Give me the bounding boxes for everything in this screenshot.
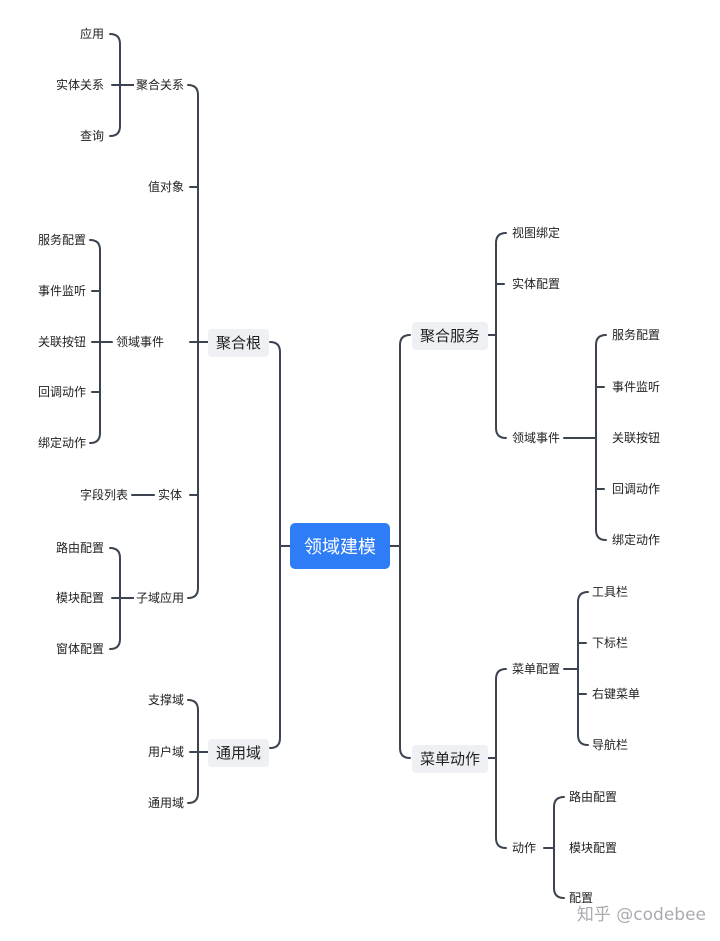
node-leaf[interactable]: 配置: [567, 890, 596, 906]
node-menu-config[interactable]: 菜单配置: [510, 661, 563, 677]
node-leaf[interactable]: 回调动作: [610, 481, 663, 497]
connector-left-spine: [269, 341, 281, 749]
node-subdomain-app[interactable]: 子域应用: [134, 590, 187, 606]
node-aggregate-relation[interactable]: 聚合关系: [134, 77, 187, 93]
node-leaf[interactable]: 右键菜单: [590, 686, 643, 702]
node-leaf[interactable]: 关联按钮: [36, 334, 89, 350]
root-node[interactable]: 领域建模: [290, 523, 390, 569]
node-menu-action[interactable]: 菜单动作: [412, 745, 489, 773]
node-aggregate-service[interactable]: 聚合服务: [412, 322, 489, 350]
node-entity-config[interactable]: 实体配置: [510, 276, 563, 292]
watermark: 知乎 @codebee: [576, 905, 706, 925]
node-domain-event-right[interactable]: 领域事件: [510, 430, 563, 446]
node-leaf[interactable]: 通用域: [146, 795, 187, 811]
node-leaf[interactable]: 工具栏: [590, 584, 631, 600]
node-leaf[interactable]: 关联按钮: [610, 430, 663, 446]
node-domain-event-left[interactable]: 领域事件: [114, 334, 167, 350]
node-leaf[interactable]: 事件监听: [36, 283, 89, 299]
node-leaf[interactable]: 应用: [78, 26, 107, 42]
node-leaf[interactable]: 模块配置: [54, 590, 107, 606]
node-leaf[interactable]: 服务配置: [36, 232, 89, 248]
node-leaf[interactable]: 路由配置: [54, 540, 107, 556]
node-leaf[interactable]: 路由配置: [567, 789, 620, 805]
node-leaf[interactable]: 模块配置: [567, 840, 620, 856]
node-leaf[interactable]: 查询: [78, 128, 107, 144]
node-view-binding[interactable]: 视图绑定: [510, 225, 563, 241]
connector-right-spine: [399, 334, 411, 759]
node-value-object[interactable]: 值对象: [146, 179, 187, 195]
node-leaf[interactable]: 下标栏: [590, 635, 631, 651]
node-leaf[interactable]: 绑定动作: [36, 435, 89, 451]
node-leaf[interactable]: 事件监听: [610, 379, 663, 395]
node-leaf[interactable]: 导航栏: [590, 737, 631, 753]
node-leaf[interactable]: 服务配置: [610, 327, 663, 343]
node-leaf[interactable]: 回调动作: [36, 384, 89, 400]
node-leaf[interactable]: 字段列表: [78, 487, 131, 503]
node-leaf[interactable]: 窗体配置: [54, 641, 107, 657]
node-leaf[interactable]: 支撑域: [146, 692, 187, 708]
node-leaf[interactable]: 绑定动作: [610, 532, 663, 548]
node-aggregate-root[interactable]: 聚合根: [208, 329, 270, 357]
node-leaf[interactable]: 实体关系: [54, 77, 107, 93]
node-entity[interactable]: 实体: [156, 487, 185, 503]
node-leaf[interactable]: 用户域: [146, 744, 187, 760]
node-action[interactable]: 动作: [510, 840, 539, 856]
node-common-domain[interactable]: 通用域: [208, 739, 270, 767]
